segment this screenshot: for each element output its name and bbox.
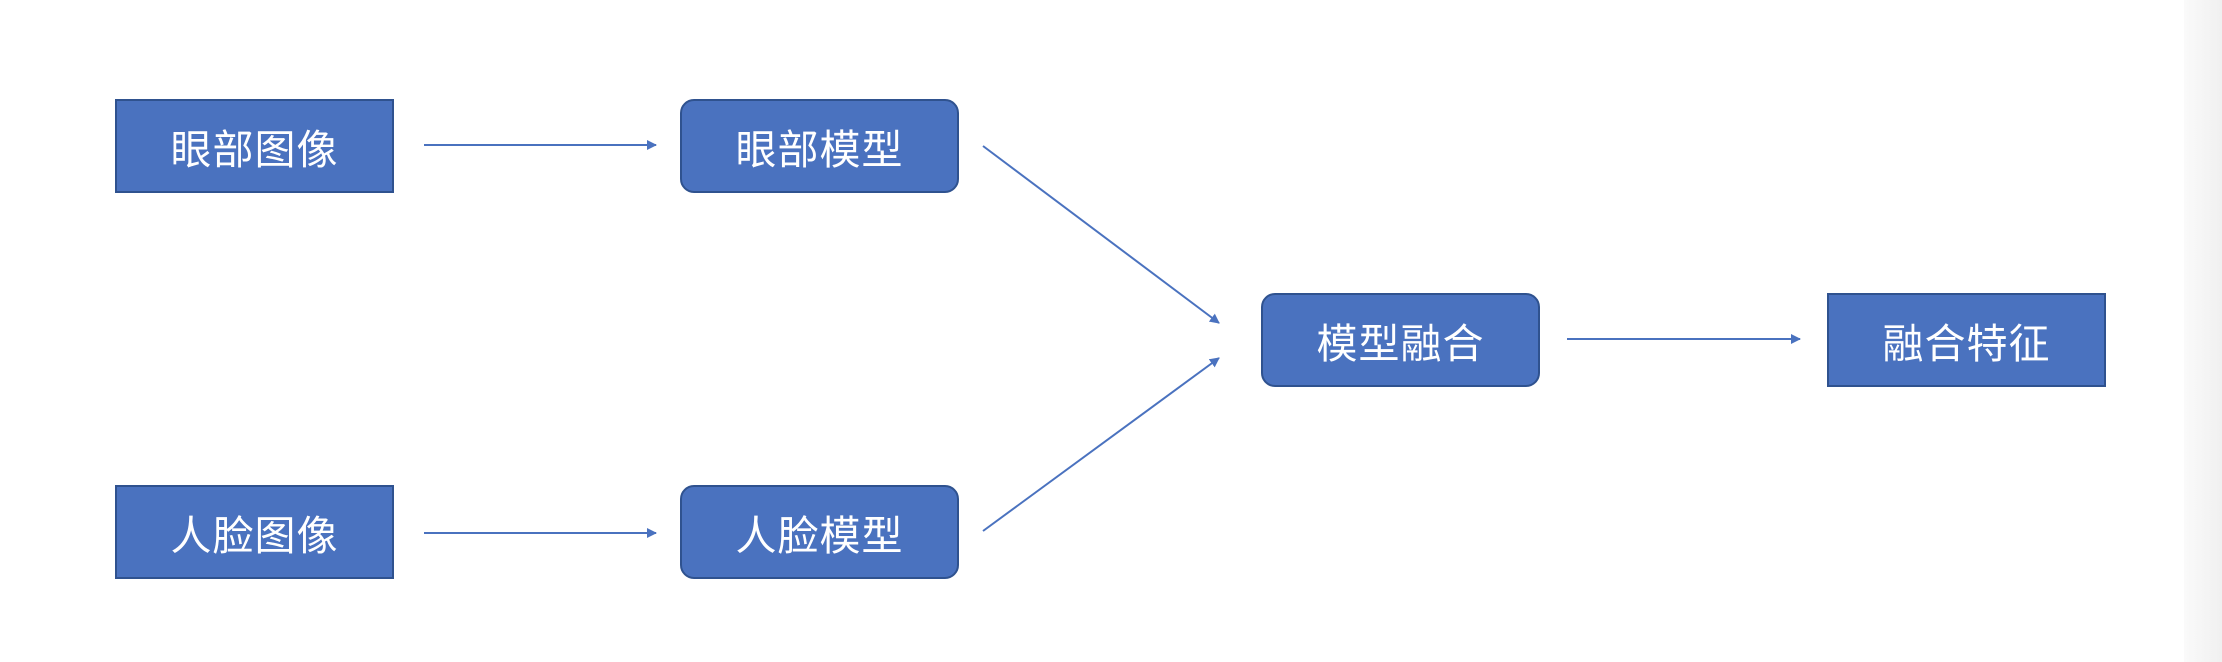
node-eye-image: 眼部图像 <box>115 99 394 193</box>
arrow-eye-model-to-fusion <box>982 145 1220 324</box>
node-eye-model: 眼部模型 <box>680 99 959 193</box>
node-label: 融合特征 <box>1882 320 2051 368</box>
node-fused-feature: 融合特征 <box>1827 293 2106 387</box>
node-label: 模型融合 <box>1316 320 1485 368</box>
node-face-model: 人脸模型 <box>680 485 959 579</box>
node-model-fusion: 模型融合 <box>1261 293 1540 387</box>
node-label: 眼部图像 <box>170 126 339 174</box>
right-edge-shade <box>2184 0 2222 662</box>
node-label: 人脸模型 <box>735 512 904 560</box>
node-label: 人脸图像 <box>170 512 339 560</box>
node-label: 眼部模型 <box>735 126 904 174</box>
node-face-image: 人脸图像 <box>115 485 394 579</box>
arrow-face-model-to-fusion <box>982 357 1220 532</box>
